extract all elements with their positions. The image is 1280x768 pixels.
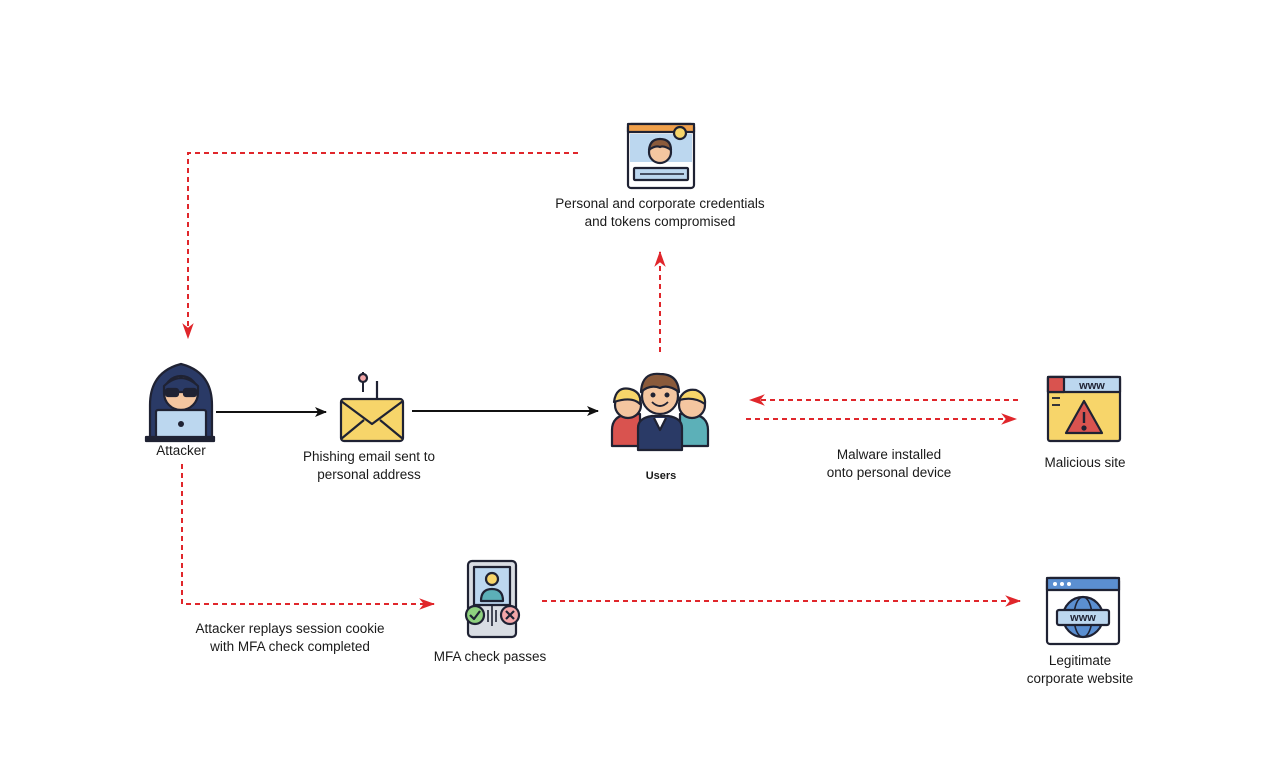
users-group-icon — [610, 372, 710, 452]
malicious-site-label-text: Malicious site — [1044, 455, 1126, 470]
arrow-attacker-to-mfa — [181, 464, 436, 610]
attacker-label: Attacker — [156, 442, 206, 460]
attacker-label-text: Attacker — [156, 443, 206, 458]
malware-note-line2: onto personal device — [826, 465, 952, 480]
replay-note-line2: with MFA check completed — [210, 639, 370, 654]
users-label-text: Users — [645, 470, 677, 482]
malware-note-label: Malware installed onto personal device — [827, 446, 952, 482]
mfa-label-text: MFA check passes — [433, 649, 547, 664]
id-card-icon — [626, 122, 696, 190]
connectors — [181, 152, 1022, 610]
malicious-browser-icon: www — [1046, 375, 1122, 443]
phishing-envelope-icon — [339, 372, 405, 443]
malicious-site-url-text: www — [1078, 380, 1105, 392]
arrow-credentials-to-attacker — [182, 152, 578, 340]
credentials-label-line2: and tokens compromised — [584, 214, 736, 229]
mfa-label: MFA check passes — [434, 648, 547, 666]
phishing-email-label-line1: Phishing email sent to — [302, 449, 436, 464]
hacker-icon — [144, 362, 216, 443]
globe-browser-icon: www — [1045, 576, 1121, 646]
mfa-phone-icon — [464, 559, 521, 639]
credentials-label-line1: Personal and corporate credentials — [555, 196, 765, 211]
phishing-email-label-line2: personal address — [317, 467, 421, 482]
legit-site-label-line1: Legitimate — [1048, 653, 1112, 668]
malicious-site-label: Malicious site — [1044, 454, 1125, 472]
users-label: Users — [646, 467, 677, 485]
legit-site-url-text: www — [1069, 612, 1096, 624]
legit-site-label: Legitimate corporate website — [1027, 652, 1134, 688]
credentials-label: Personal and corporate credentials and t… — [555, 195, 764, 231]
replay-note-line1: Attacker replays session cookie — [195, 621, 385, 636]
replay-note-label: Attacker replays session cookie with MFA… — [195, 620, 384, 656]
legit-site-label-line2: corporate website — [1026, 671, 1134, 686]
malware-note-line1: Malware installed — [836, 447, 942, 462]
phishing-email-label: Phishing email sent to personal address — [303, 448, 435, 484]
